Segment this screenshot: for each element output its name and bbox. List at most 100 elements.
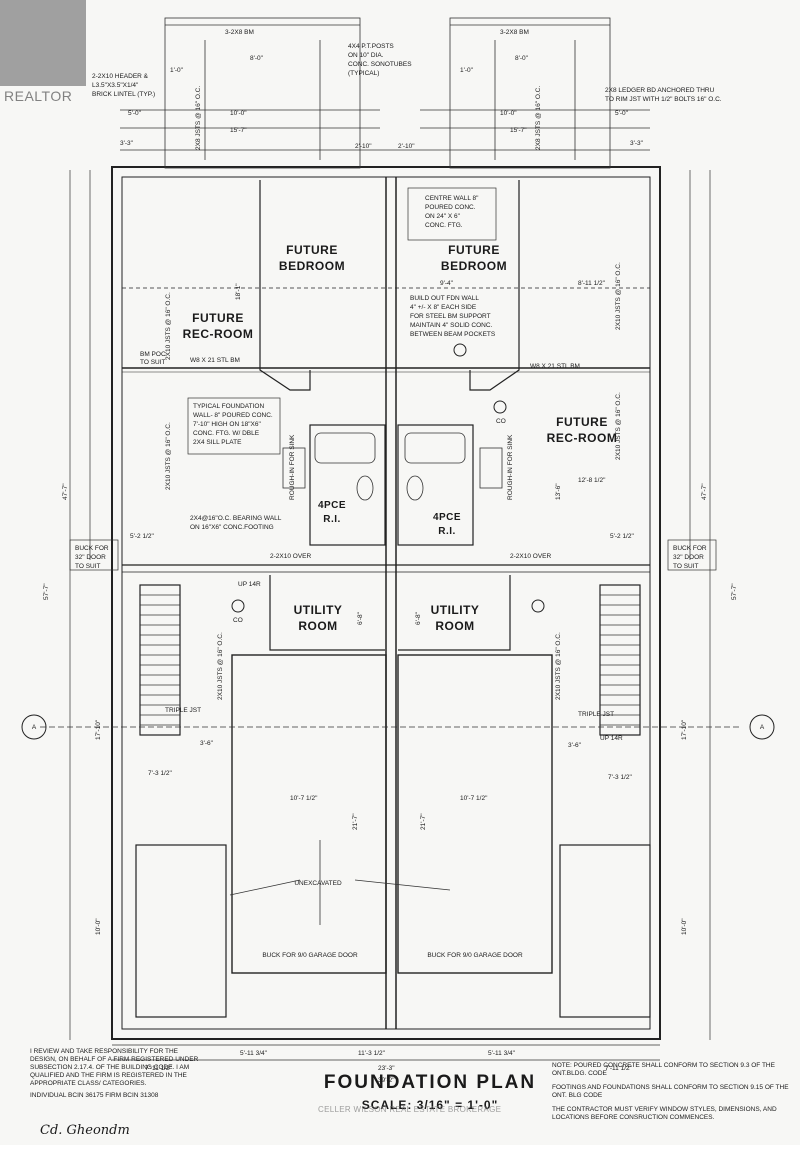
svg-text:BETWEEN BEAM POCKETS: BETWEEN BEAM POCKETS bbox=[410, 331, 496, 338]
svg-text:CONC. FTG.: CONC. FTG. bbox=[425, 222, 463, 229]
dim-57-7-right: 57'-7" bbox=[731, 583, 738, 600]
svg-text:L3.5"X3.5"X1/4": L3.5"X3.5"X1/4" bbox=[92, 82, 139, 89]
svg-text:ON 16"X6" CONC.FOOTING: ON 16"X6" CONC.FOOTING bbox=[190, 524, 274, 531]
note-co-right: CO bbox=[496, 418, 506, 425]
note-posts: 4X4 P.T.POSTS ON 10" DIA. CONC. SONOTUBE… bbox=[348, 43, 412, 77]
brokerage-watermark: CELLER WILSON REAL ESTATE BROKERAGE bbox=[318, 1105, 502, 1114]
note-concrete: NOTE: POURED CONCRETE SHALL CONFORM TO S… bbox=[552, 1062, 775, 1077]
designer-signature: Cd. Gheondm bbox=[40, 1123, 130, 1138]
room-label-rec-right-2: REC-ROOM bbox=[547, 431, 618, 445]
room-label-rec-left-2: REC-ROOM bbox=[183, 327, 254, 341]
note-buck-left: BUCK FOR 32" DOOR TO SUIT bbox=[75, 545, 109, 570]
note-triple-right: TRIPLE JST bbox=[578, 711, 614, 718]
room-label-bath-left-1: 4PCE bbox=[318, 500, 346, 511]
svg-text:ON 10" DIA.: ON 10" DIA. bbox=[348, 52, 384, 59]
note-up-right: UP 14R bbox=[600, 735, 623, 742]
unexcavated-arrows bbox=[229, 840, 451, 925]
note-joists-7: 2X8 JSTS @ 16" O.C. bbox=[195, 86, 202, 150]
construction-notes: NOTE: POURED CONCRETE SHALL CONFORM TO S… bbox=[552, 1062, 798, 1128]
dim-15-7-left: 15'-7" bbox=[230, 127, 247, 134]
dim-2-10-left: 2'-10" bbox=[355, 143, 372, 150]
deck-framing bbox=[120, 17, 650, 169]
note-build-out: BUILD OUT FDN WALL 4" +/- X 8" EACH SIDE… bbox=[410, 295, 496, 338]
dim-10-0-bottom-left: 10'-0" bbox=[95, 918, 102, 935]
dim-1-0-right: 1'-0" bbox=[460, 67, 474, 74]
dim-5-2-right: 5'-2 1/2" bbox=[610, 533, 634, 540]
dim-21-7-right: 21'-7" bbox=[420, 813, 427, 830]
room-label-bedroom-left-1: FUTURE bbox=[286, 243, 338, 257]
dim-2-10-right: 2'-10" bbox=[398, 143, 415, 150]
note-up-left: UP 14R bbox=[238, 581, 261, 588]
note-joists-5: 2X10 JSTS @ 16" O.C. bbox=[217, 632, 224, 700]
stair-treads bbox=[140, 594, 640, 726]
dim-8-0-left: 8'-0" bbox=[250, 55, 264, 62]
dim-5-2-left: 5'-2 1/2" bbox=[130, 533, 154, 540]
room-label-utility-left-1: UTILITY bbox=[294, 603, 343, 617]
dim-5-0-right: 5'-0" bbox=[615, 110, 629, 117]
svg-text:TO RIM JST WITH 1/2" BOLTS 16": TO RIM JST WITH 1/2" BOLTS 16" O.C. bbox=[605, 96, 722, 103]
note-beam-right: W8 X 21 STL BM bbox=[530, 363, 580, 370]
dim-8-11: 8'-11 1/2" bbox=[578, 280, 606, 287]
note-beam-top-left: 3-2X8 BM bbox=[225, 29, 254, 36]
room-label-rec-left-1: FUTURE bbox=[192, 311, 244, 325]
interior-walls bbox=[122, 180, 651, 1018]
dim-3-6-left: 3'-6" bbox=[200, 740, 214, 747]
note-bearing-wall: 2X4@16"O.C. BEARING WALL ON 16"X6" CONC.… bbox=[190, 515, 282, 531]
svg-text:4X4 P.T.POSTS: 4X4 P.T.POSTS bbox=[348, 43, 394, 50]
room-label-bath-left-2: R.I. bbox=[323, 514, 341, 525]
note-garage-buck-left: BUCK FOR 9/0 GARAGE DOOR bbox=[262, 952, 358, 959]
dim-10-7-left: 10'-7 1/2" bbox=[290, 795, 318, 802]
note-joists-4: 2X10 JSTS @ 16" O.C. bbox=[615, 392, 622, 460]
dim-17-10-right: 17'-10" bbox=[681, 719, 688, 740]
svg-text:MAINTAIN 4" SOLID CONC.: MAINTAIN 4" SOLID CONC. bbox=[410, 322, 493, 329]
room-label-bath-right-2: R.I. bbox=[438, 526, 456, 537]
dim-1-0-left: 1'-0" bbox=[170, 67, 184, 74]
dim-5-0-left: 5'-0" bbox=[128, 110, 142, 117]
note-rough-in-right: ROUGH-IN FOR SINK bbox=[507, 434, 514, 500]
note-ledger: 2X8 LEDGER BD ANCHORED THRU TO RIM JST W… bbox=[605, 87, 722, 103]
svg-text:TYPICAL FOUNDATION: TYPICAL FOUNDATION bbox=[193, 403, 264, 410]
svg-text:CENTRE WALL 8": CENTRE WALL 8" bbox=[425, 195, 479, 202]
dim-47-7-right: 47'-7" bbox=[701, 483, 708, 500]
dim-3-3-left: 3'-3" bbox=[120, 140, 134, 147]
room-label-bedroom-right-2: BEDROOM bbox=[441, 259, 507, 273]
room-label-bath-right-1: 4PCE bbox=[433, 512, 461, 523]
dim-21-7-left: 21'-7" bbox=[352, 813, 359, 830]
dim-7-3-left: 7'-3 1/2" bbox=[148, 770, 172, 777]
svg-text:2X4@16"O.C. BEARING WALL: 2X4@16"O.C. BEARING WALL bbox=[190, 515, 282, 522]
note-rough-in-left: ROUGH-IN FOR SINK bbox=[289, 434, 296, 500]
note-bm-poc-2: TO SUIT bbox=[140, 359, 166, 366]
label-unexcavated: UNEXCAVATED bbox=[294, 880, 342, 887]
drawing-scale: SCALE: 3/16" = 1'-0" bbox=[361, 1098, 499, 1112]
note-typical-foundation: TYPICAL FOUNDATION WALL- 8" POURED CONC.… bbox=[193, 403, 273, 446]
svg-text:ON 24" X 6": ON 24" X 6" bbox=[425, 213, 461, 220]
svg-text:TO SUIT: TO SUIT bbox=[75, 563, 101, 570]
drawing-title: FOUNDATION PLAN bbox=[323, 1072, 537, 1093]
dim-9-4: 9'-4" bbox=[440, 280, 454, 287]
dim-47-7-left: 47'-7" bbox=[62, 483, 69, 500]
svg-text:32" DOOR: 32" DOOR bbox=[673, 554, 704, 561]
dim-6-8-left: 6'-8" bbox=[357, 611, 364, 625]
room-label-utility-left-2: ROOM bbox=[298, 619, 337, 633]
note-beam-top-right: 3-2X8 BM bbox=[500, 29, 529, 36]
svg-text:7'-10" HIGH ON 18"X6": 7'-10" HIGH ON 18"X6" bbox=[193, 421, 261, 428]
title-block: FOUNDATION PLAN SCALE: 3/16" = 1'-0" bbox=[300, 1072, 560, 1112]
dim-3-6-right: 3'-6" bbox=[568, 742, 582, 749]
section-marker-right: A bbox=[760, 724, 765, 731]
room-label-utility-right-2: ROOM bbox=[435, 619, 474, 633]
svg-text:2X8 LEDGER BD ANCHORED THRU: 2X8 LEDGER BD ANCHORED THRU bbox=[605, 87, 715, 94]
dim-8-0-right: 8'-0" bbox=[515, 55, 529, 62]
dim-3-3-right: 3'-3" bbox=[630, 140, 644, 147]
note-over-right: 2-2X10 OVER bbox=[510, 553, 551, 560]
svg-text:32" DOOR: 32" DOOR bbox=[75, 554, 106, 561]
note-joists-2: 2X10 JSTS @ 16" O.C. bbox=[165, 422, 172, 490]
note-bm-poc-1: BM POC bbox=[140, 351, 166, 358]
dim-7-11-right: 7'-11 1/2" bbox=[605, 1065, 633, 1072]
svg-text:2-2X10 HEADER &: 2-2X10 HEADER & bbox=[92, 73, 149, 80]
outer-foundation-walls bbox=[111, 166, 661, 1040]
note-joists-8: 2X8 JSTS @ 16" O.C. bbox=[535, 86, 542, 150]
svg-text:FOR STEEL BM SUPPORT: FOR STEEL BM SUPPORT bbox=[410, 313, 491, 320]
room-label-rec-right-1: FUTURE bbox=[556, 415, 608, 429]
